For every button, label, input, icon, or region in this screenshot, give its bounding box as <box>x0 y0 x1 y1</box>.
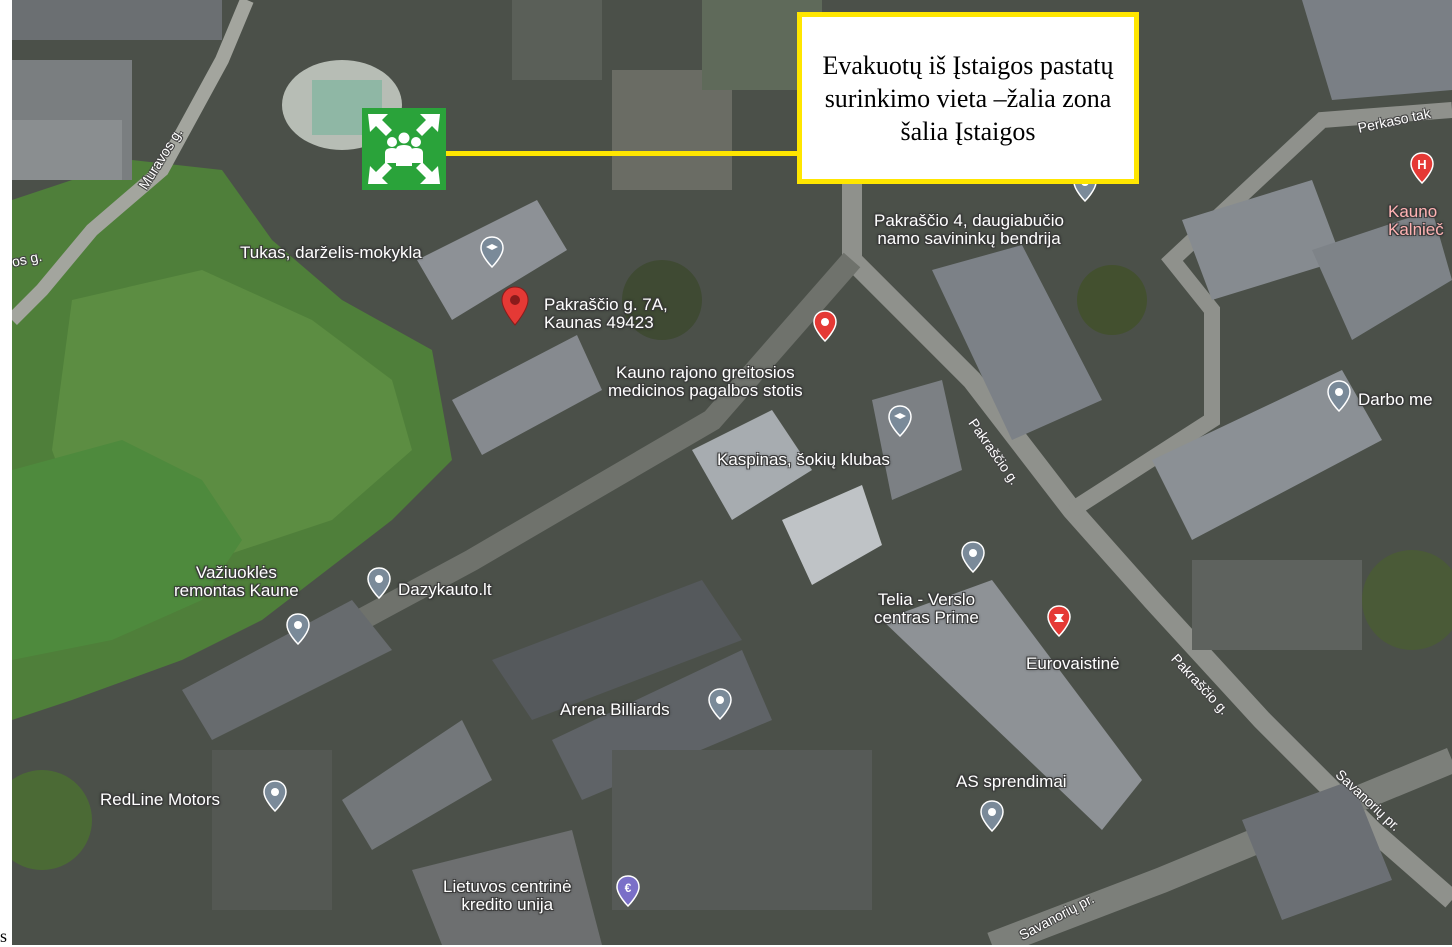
stray-text: s <box>0 926 8 946</box>
place-label-redline[interactable]: RedLine Motors <box>100 790 221 809</box>
place-label-dazykauto[interactable]: Dazykauto.lt <box>398 580 492 599</box>
place-pin-icon[interactable] <box>285 613 311 645</box>
assembly-point-icon <box>362 108 446 190</box>
place-pin-icon[interactable] <box>366 567 392 599</box>
place-label-greitoji[interactable]: Kauno rajono greitosios medicinos pagalb… <box>608 363 803 400</box>
place-pin-icon[interactable] <box>979 800 1005 832</box>
hospital-pin-icon[interactable]: H <box>1409 152 1435 184</box>
location-pin-red-icon[interactable] <box>500 286 530 326</box>
bank-pin-icon[interactable]: € <box>615 875 641 907</box>
address-line-2: Kaunas 49423 <box>544 313 654 332</box>
location-pin-red-icon[interactable] <box>812 310 838 342</box>
place-pin-icon[interactable] <box>262 780 288 812</box>
place-pin-icon[interactable] <box>960 541 986 573</box>
place-label-lietuvos[interactable]: Lietuvos centrinė kredito unija <box>443 877 572 914</box>
place-label-bendrija[interactable]: Pakraščio 4, daugiabučio namo savininkų … <box>874 211 1064 248</box>
place-label-darbo[interactable]: Darbo me <box>1358 390 1433 409</box>
place-label-eurovaistine[interactable]: Eurovaistinė <box>1026 654 1120 673</box>
school-pin-icon[interactable] <box>479 236 505 268</box>
school-pin-icon[interactable] <box>887 405 913 437</box>
place-pin-icon[interactable] <box>707 688 733 720</box>
place-label-as-sprendimai[interactable]: AS sprendimai <box>956 772 1067 791</box>
place-label-tukas[interactable]: Tukas, darželis-mokykla <box>240 243 422 262</box>
satellite-map[interactable]: H € Tukas, darželis-mokykla Pakraščio g. <box>12 0 1452 945</box>
place-label-kauno-kalnieciu[interactable]: Kauno Kalnieč <box>1388 202 1444 239</box>
place-pin-icon[interactable] <box>1326 380 1352 412</box>
place-label-vaziuokles[interactable]: Važiuoklės remontas Kaune <box>174 563 299 600</box>
address-label[interactable]: Pakraščio g. 7A, Kaunas 49423 <box>544 296 668 332</box>
callout-text: Evakuotų iš Įstaigos pastatų surinkimo v… <box>822 50 1114 146</box>
place-label-telia[interactable]: Telia - Verslo centras Prime <box>874 590 979 627</box>
map-imagery <box>12 0 1452 945</box>
pharmacy-pin-icon[interactable] <box>1046 605 1072 637</box>
address-line-1: Pakraščio g. 7A, <box>544 295 668 314</box>
assembly-callout-box: Evakuotų iš Įstaigos pastatų surinkimo v… <box>797 12 1139 184</box>
callout-leader-line <box>446 151 797 156</box>
place-label-kaspinas[interactable]: Kaspinas, šokių klubas <box>717 450 890 469</box>
svg-text:H: H <box>1417 157 1426 172</box>
svg-text:€: € <box>625 881 632 895</box>
place-label-arena[interactable]: Arena Billiards <box>560 700 670 719</box>
